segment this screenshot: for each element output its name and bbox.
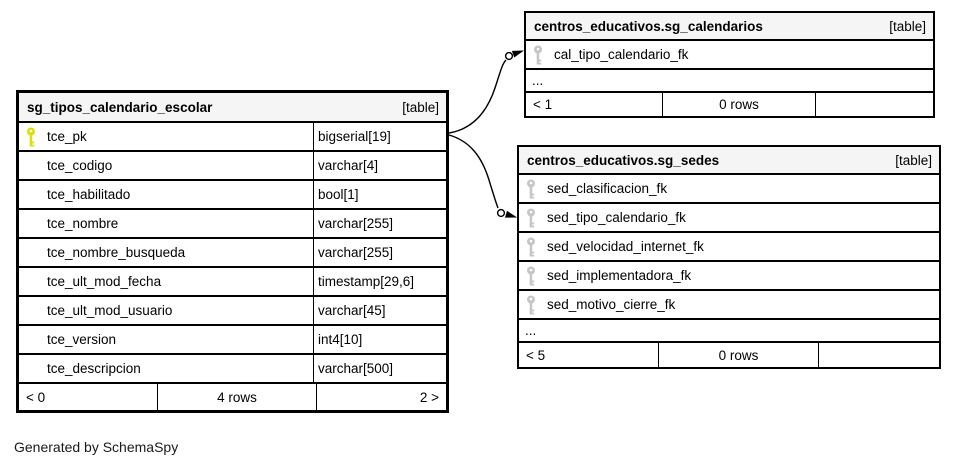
generated-by-note: Generated by SchemaSpy — [14, 439, 179, 455]
column-name: tce_descripcion — [47, 361, 141, 376]
column-name: tce_ult_mod_usuario — [47, 303, 173, 318]
table-node-sg-calendarios[interactable]: centros_educativos.sg_calendarios [table… — [524, 11, 935, 118]
column-type: varchar[500] — [313, 355, 446, 382]
zero-or-more-circle — [504, 51, 514, 61]
column-name: tce_habilitado — [47, 187, 131, 202]
column-name: sed_clasificacion_fk — [547, 181, 668, 196]
table-title[interactable]: centros_educativos.sg_sedes — [527, 152, 720, 168]
column-row: tce_codigo varchar[4] — [19, 152, 446, 181]
column-name: tce_ult_mod_fecha — [47, 274, 162, 289]
table-footer: < 1 0 rows — [526, 93, 933, 116]
column-name: sed_motivo_cierre_fk — [547, 297, 676, 312]
column-type: timestamp[29,6] — [313, 268, 446, 295]
row-count: 4 rows — [158, 384, 317, 410]
foreign-key-icon — [525, 295, 547, 315]
table-type-tag: [table] — [895, 152, 932, 168]
foreign-key-icon — [525, 179, 547, 199]
column-row: cal_tipo_calendario_fk — [526, 41, 933, 70]
column-name: tce_nombre — [47, 216, 119, 231]
parents-count: < 5 — [519, 343, 659, 367]
children-count — [816, 93, 933, 116]
column-row: sed_clasificacion_fk — [519, 175, 939, 204]
column-row: tce_ult_mod_fecha timestamp[29,6] — [19, 268, 446, 297]
zero-or-more-circle — [496, 208, 506, 218]
table-node-sg-tipos-calendario-escolar[interactable]: sg_tipos_calendario_escolar [table] tce_… — [16, 90, 449, 413]
table-footer: < 0 4 rows 2 > — [19, 384, 446, 410]
column-name: tce_codigo — [47, 158, 113, 173]
table-header[interactable]: sg_tipos_calendario_escolar [table] — [19, 93, 446, 123]
column-row: tce_descripcion varchar[500] — [19, 355, 446, 384]
table-node-sg-sedes[interactable]: centros_educativos.sg_sedes [table] sed_… — [517, 145, 941, 369]
column-type: bigserial[19] — [313, 123, 446, 150]
column-name: cal_tipo_calendario_fk — [554, 47, 689, 62]
parents-count: < 1 — [526, 93, 663, 116]
edge-arrowhead — [505, 210, 518, 218]
foreign-key-icon — [525, 208, 547, 228]
foreign-key-icon — [525, 266, 547, 286]
children-count — [819, 343, 939, 367]
ellipsis-row: ... — [526, 70, 933, 93]
foreign-key-icon — [532, 45, 554, 65]
row-count: 0 rows — [659, 343, 819, 367]
column-type: varchar[255] — [313, 239, 446, 266]
table-title[interactable]: sg_tipos_calendario_escolar — [27, 99, 213, 115]
column-row: sed_velocidad_internet_fk — [519, 233, 939, 262]
column-row: tce_ult_mod_usuario varchar[45] — [19, 297, 446, 326]
column-type: varchar[255] — [313, 210, 446, 237]
edge-to-sg-calendarios — [448, 50, 524, 134]
table-type-tag: [table] — [889, 18, 926, 34]
parents-count: < 0 — [19, 384, 158, 410]
column-row: tce_nombre_busqueda varchar[255] — [19, 239, 446, 268]
table-header[interactable]: centros_educativos.sg_sedes [table] — [519, 147, 939, 175]
column-row: sed_tipo_calendario_fk — [519, 204, 939, 233]
primary-key-icon — [25, 127, 47, 147]
column-type: varchar[4] — [313, 152, 446, 179]
children-count: 2 > — [419, 389, 439, 405]
column-type: varchar[45] — [313, 297, 446, 324]
table-title[interactable]: centros_educativos.sg_calendarios — [534, 18, 763, 34]
table-type-tag: [table] — [402, 99, 439, 115]
table-header[interactable]: centros_educativos.sg_calendarios [table… — [526, 13, 933, 41]
column-row: tce_pk bigserial[19] — [19, 123, 446, 152]
column-row: sed_motivo_cierre_fk — [519, 291, 939, 320]
column-name: sed_implementadora_fk — [547, 268, 692, 283]
column-row: tce_nombre varchar[255] — [19, 210, 446, 239]
ellipsis-row: ... — [519, 320, 939, 343]
column-row: tce_version int4[10] — [19, 326, 446, 355]
column-type: int4[10] — [313, 326, 446, 353]
row-count: 0 rows — [663, 93, 816, 116]
column-name: sed_tipo_calendario_fk — [547, 210, 686, 225]
edge-to-sg-sedes — [448, 134, 518, 218]
column-row: sed_implementadora_fk — [519, 262, 939, 291]
column-name: tce_pk — [47, 129, 87, 144]
column-row: tce_habilitado bool[1] — [19, 181, 446, 210]
edge-arrowhead — [511, 50, 524, 58]
table-footer: < 5 0 rows — [519, 343, 939, 367]
column-type: bool[1] — [313, 181, 446, 208]
foreign-key-icon — [525, 237, 547, 257]
column-name: tce_version — [47, 332, 117, 347]
column-name: sed_velocidad_internet_fk — [547, 239, 704, 254]
column-name: tce_nombre_busqueda — [47, 245, 186, 260]
